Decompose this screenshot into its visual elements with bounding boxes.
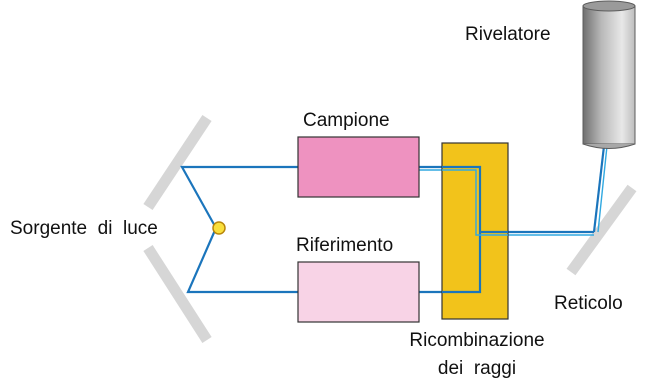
light-source-dot (212, 221, 226, 235)
beam-inside-recombiner (442, 165, 508, 294)
reference-cell (297, 261, 420, 323)
grating-mirror (566, 184, 637, 276)
beam-source-to-lower (186, 227, 298, 294)
recombination-label-line1: Ricombinazione (409, 330, 545, 351)
beam-source-to-mirror (180, 165, 298, 229)
detector-label: Rivelatore (465, 24, 551, 45)
detector (582, 0, 636, 149)
beam-to-detector (592, 145, 606, 233)
reference-label: Riferimento (296, 235, 394, 256)
sample-label: Campione (303, 110, 390, 131)
mirror-upper (143, 114, 212, 211)
light-source-label: Sorgente di luce (10, 218, 158, 239)
recombination-label-line2: dei raggi (437, 358, 517, 379)
mirror-lower (143, 245, 212, 343)
grating-label: Reticolo (554, 293, 623, 314)
sample-cell (297, 136, 420, 198)
